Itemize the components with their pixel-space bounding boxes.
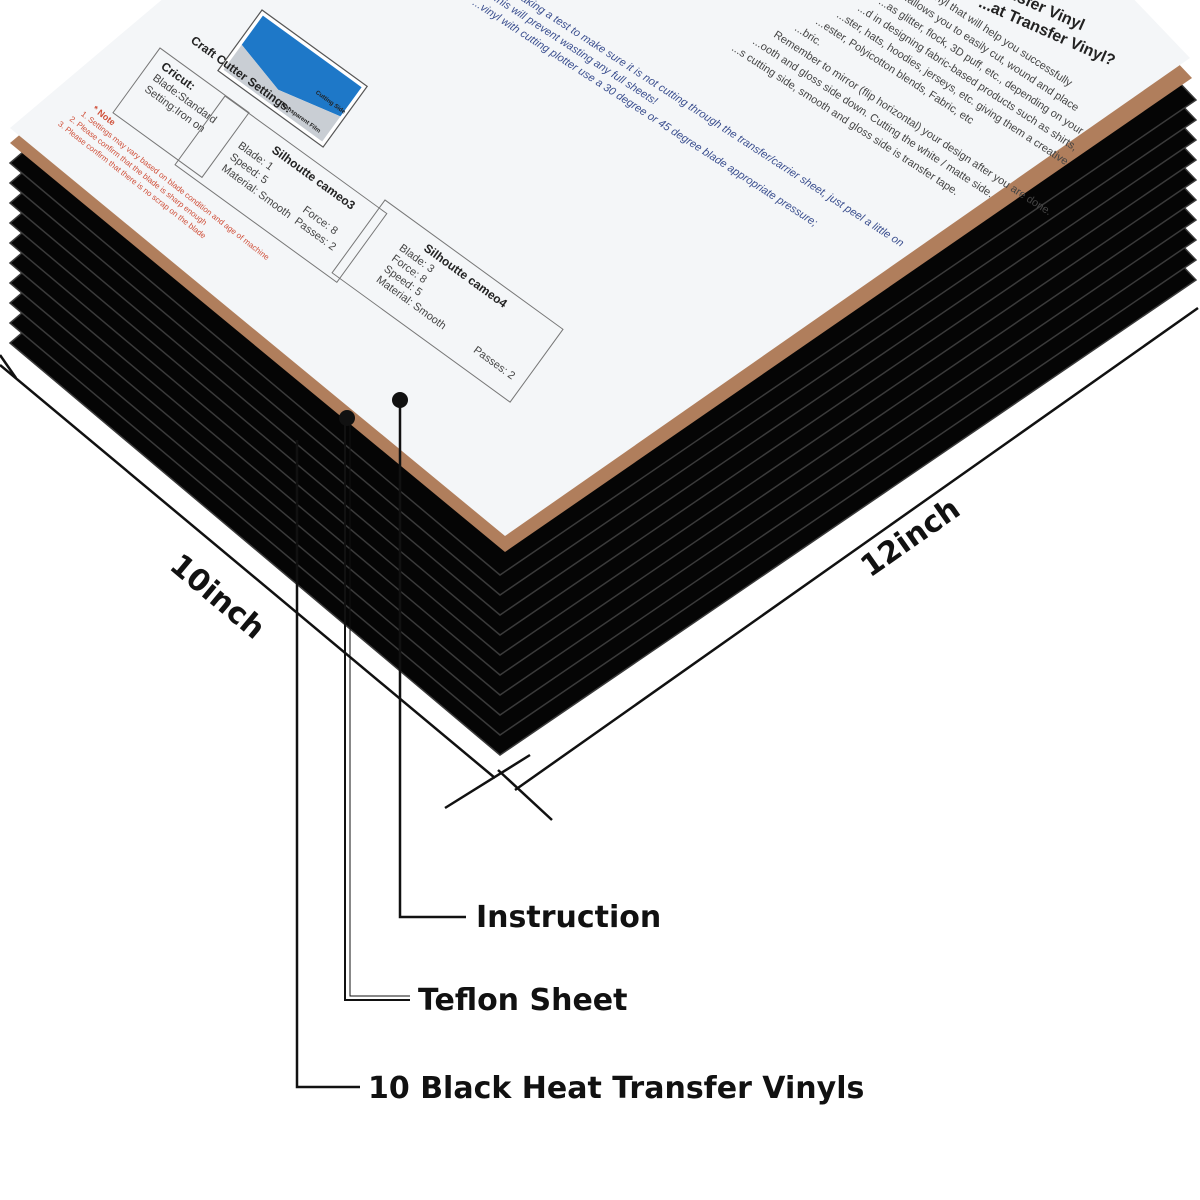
length-dimension — [497, 306, 1199, 821]
teflon-callout: Teflon Sheet — [418, 983, 627, 1018]
width-dimension — [0, 354, 531, 810]
cameo3-box — [174, 95, 388, 284]
width-label: 10inch — [163, 547, 272, 646]
vinyl-leader — [295, 440, 360, 1089]
vinyl-callout: 10 Black Heat Transfer Vinyls — [368, 1071, 864, 1106]
vinyl-peel-image — [241, 15, 362, 117]
cricut-box — [112, 47, 250, 179]
film-image — [223, 44, 341, 142]
cameo4-box — [331, 199, 564, 403]
instruction-leader — [392, 392, 466, 919]
instruction-callout: Instruction — [476, 900, 661, 935]
teflon-leader — [339, 410, 410, 1001]
